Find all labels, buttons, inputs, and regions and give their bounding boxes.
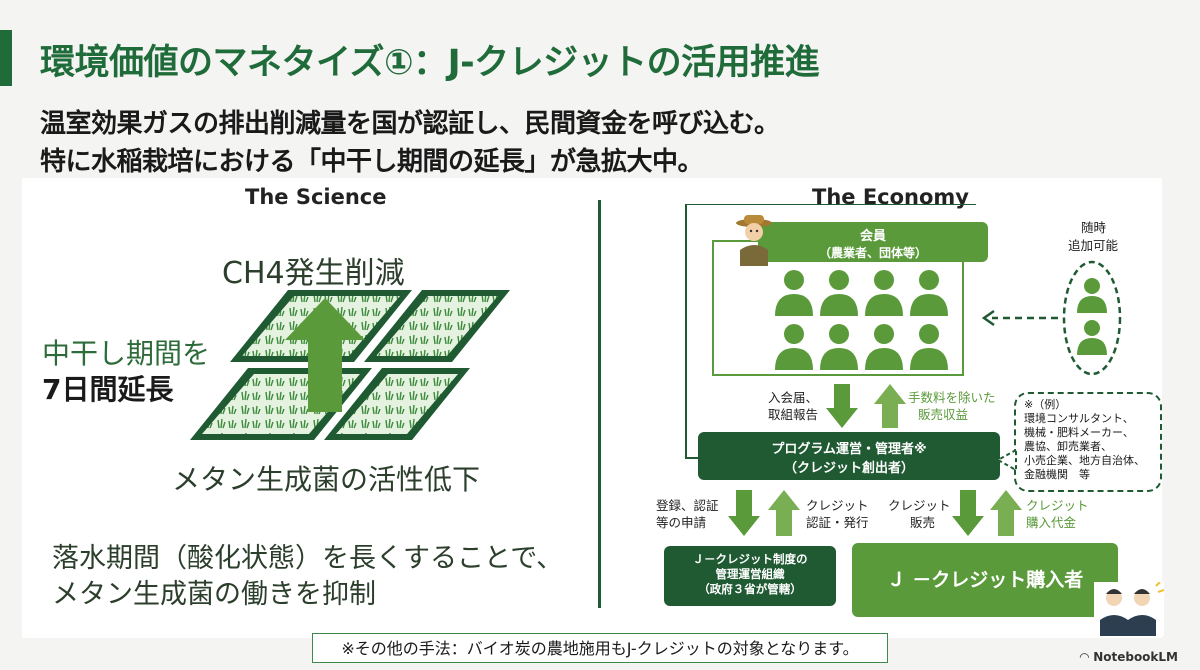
farmer-icon — [736, 215, 772, 266]
person-icon — [910, 270, 948, 316]
toroku-line-1: 登録、認証 — [656, 498, 719, 513]
person-icon — [820, 324, 858, 370]
bubble-pointer — [996, 448, 1017, 472]
presenter-avatars-icon — [1094, 582, 1164, 636]
methane-label: メタン生成菌の活性低下 — [172, 463, 481, 496]
example-item: 小売企業、地方自治体、 — [1024, 454, 1145, 467]
conclusion-line-2: メタン生成菌の働きを抑制 — [52, 579, 376, 610]
buyer-label: Ｊ －クレジット購入者 — [886, 569, 1084, 591]
admin-line-2: 管理運営組織 — [715, 567, 785, 581]
nyukai-line-2: 取組報告 — [768, 407, 819, 422]
person-icon — [775, 270, 813, 316]
credit-sale-line-1: クレジット — [888, 498, 951, 513]
person-icon — [910, 324, 948, 370]
notebooklm-watermark: ◠ NotebookLM — [1080, 650, 1178, 664]
tesuryo-line-1: 手数料を除いた — [908, 390, 996, 405]
slide-title: 環境価値のマネタイズ①：J-クレジットの活用推進 — [40, 43, 820, 83]
example-item: 農協、卸売業者、 — [1024, 440, 1112, 453]
section-divider — [598, 200, 601, 608]
ch4-label: CH4発生削減 — [222, 256, 405, 291]
tesuryo-line-2: 販売収益 — [918, 407, 969, 422]
example-item: 金融機関 等 — [1024, 468, 1090, 481]
nakaboshi-line-1: 中干し期間を — [42, 337, 211, 370]
up-arrow-icon — [285, 298, 365, 412]
admin-line-3: （政府３省が管轄） — [698, 582, 802, 596]
credit-sale-line-2: 販売 — [910, 515, 936, 530]
admin-org-box: Ｊ－クレジット制度の 管理運営組織 （政府３省が管轄） — [664, 546, 836, 606]
rice-field-diagram — [190, 290, 510, 440]
field-plot-bottom-right — [324, 368, 470, 440]
person-icon — [775, 324, 813, 370]
science-heading: The Science — [245, 185, 387, 209]
admin-line-1: Ｊ－クレジット制度の — [692, 552, 808, 566]
credit-cert-line-2: 認証・発行 — [806, 515, 869, 530]
toroku-line-2: 等の申請 — [656, 515, 707, 530]
dashed-arrow-left — [981, 309, 1058, 327]
arrow-down-to-buyer — [952, 490, 984, 536]
example-item: 機械・肥料メーカー、 — [1024, 426, 1134, 439]
footer-note: ※その他の手法：バイオ炭の農地施用もJ-クレジットの対象となります。 — [312, 633, 888, 663]
member-people-icons — [775, 270, 948, 370]
arrow-down-to-admin — [728, 490, 760, 536]
subtitle-line-1: 温室効果ガスの排出削減量を国が認証し、民間資金を呼び込む。 — [40, 109, 780, 139]
arrow-up-to-program-payment — [990, 490, 1022, 536]
examples-heading: ※（例） — [1024, 398, 1067, 411]
buyer-box: Ｊ －クレジット購入者 — [852, 543, 1118, 617]
subtitle-line-2: 特に水稲栽培における「中干し期間の延長」が急拡大中。 — [40, 147, 704, 177]
person-icon — [865, 324, 903, 370]
person-icon — [820, 270, 858, 316]
arrow-up-to-program — [768, 490, 800, 536]
example-item: 環境コンサルタント、 — [1024, 412, 1134, 425]
program-box: プログラム運営・管理者※ （クレジット創出者） — [698, 432, 1000, 480]
notebooklm-label: NotebookLM — [1093, 650, 1178, 664]
nakaboshi-line-2: 7日間延長 — [42, 373, 174, 406]
credit-pay-line-2: 購入代金 — [1026, 515, 1077, 530]
nyukai-line-1: 入会届、 — [768, 390, 819, 405]
program-title: プログラム運営・管理者※ — [771, 442, 927, 457]
member-subtitle: （農業者、団体等） — [818, 246, 927, 260]
zuiji-line-1: 随時 — [1081, 220, 1107, 235]
conclusion-line-1: 落水期間（酸化状態）を長くすることで、 — [52, 543, 564, 574]
program-subtitle: （クレジット創出者） — [783, 461, 914, 476]
member-header: 会員 （農業者、団体等） — [758, 222, 988, 262]
zuiji-line-2: 追加可能 — [1068, 238, 1119, 253]
examples-bubble: ※（例） 環境コンサルタント、 機械・肥料メーカー、 農協、卸売業者、 小売企業… — [1014, 392, 1162, 492]
additional-members-group — [1062, 260, 1122, 376]
member-title: 会員 — [859, 229, 886, 244]
credit-cert-line-1: クレジット — [806, 498, 869, 513]
arrow-down-to-program — [826, 384, 858, 428]
person-icon — [865, 270, 903, 316]
field-plot-top-right — [364, 290, 510, 362]
credit-pay-line-1: クレジット — [1026, 498, 1089, 513]
arrow-up-to-members — [874, 384, 906, 428]
notebooklm-logo-icon: ◠ — [1079, 650, 1094, 664]
title-accent-bar — [0, 30, 12, 86]
